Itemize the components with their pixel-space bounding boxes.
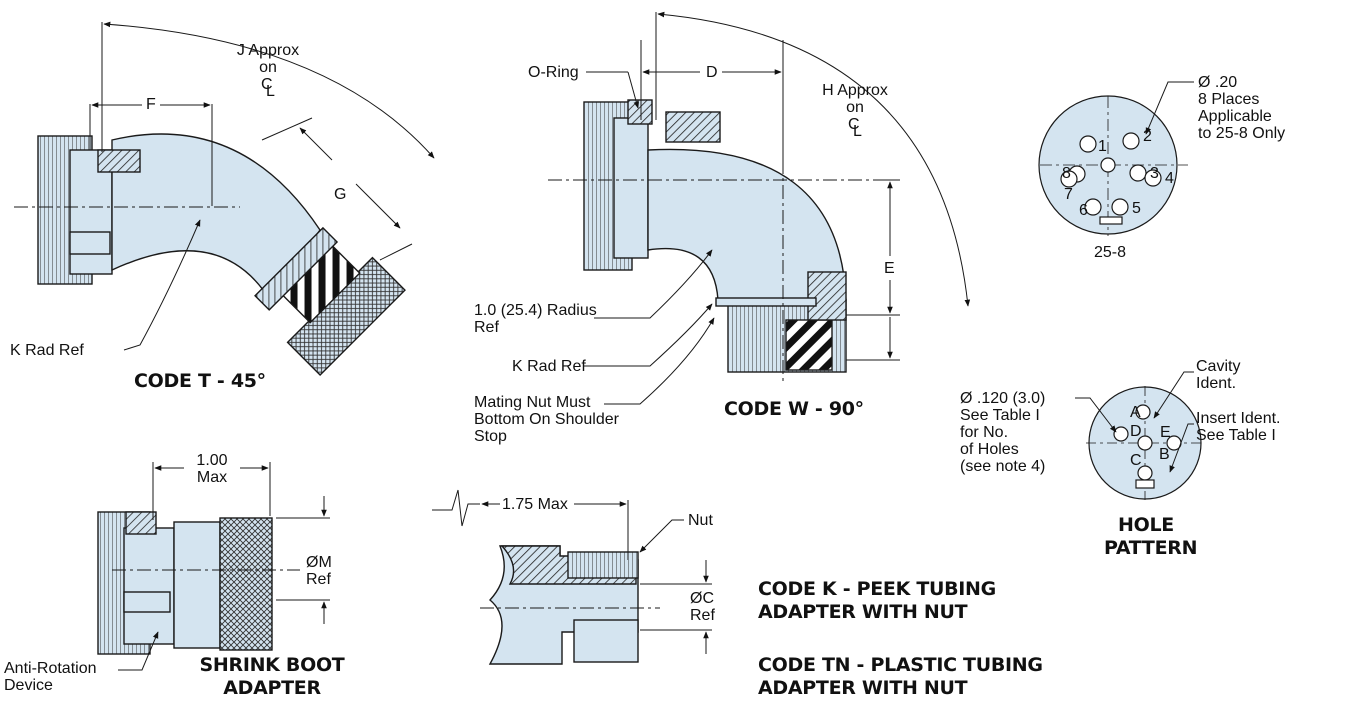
tubing-adapter-tube (573, 619, 639, 663)
code-w-grommet (785, 319, 833, 371)
code-w-title: CODE W - 90° (724, 398, 864, 420)
code-w-o-ring-groove (627, 99, 653, 125)
hole-b-label: B (1159, 446, 1170, 463)
o-ring-label: O-Ring (528, 64, 579, 81)
dim-m-label: ØM Ref (306, 554, 332, 588)
insert-ident-label: Insert Ident. See Table I (1196, 410, 1281, 444)
hole-note: Ø .120 (3.0) See Table I for No. of Hole… (960, 390, 1046, 475)
code-w-dimensions (548, 11, 971, 405)
pin-pattern-25-8 (1038, 81, 1194, 236)
hole-key (1135, 479, 1155, 489)
pin-1-label: 1 (1098, 138, 1107, 155)
code-w-k-rad-label: K Rad Ref (512, 358, 586, 375)
nut-label: Nut (688, 512, 713, 529)
pin-holes (1060, 132, 1162, 216)
shrink-boot-hatch (125, 511, 157, 535)
dim-g-label: G (334, 186, 347, 203)
code-k-title: CODE K - PEEK TUBING ADAPTER WITH NUT (758, 578, 996, 623)
shrink-boot-title: SHRINK BOOT ADAPTER (199, 654, 345, 699)
pin-3-label: 3 (1150, 165, 1159, 182)
code-t-ferrule-hatch (254, 226, 339, 311)
anti-rotation-label: Anti-Rotation Device (4, 660, 97, 694)
dim-h-label: H Approx on C L (806, 82, 904, 142)
shrink-boot-sleeve (173, 521, 221, 649)
pin-5-label: 5 (1132, 200, 1141, 217)
mating-nut-note: Mating Nut Must Bottom On Shoulder Stop (474, 394, 619, 445)
tubing-adapter-nut (567, 551, 639, 579)
pin-8-label: 8 (1062, 165, 1071, 182)
radius-ref-label: 1.0 (25.4) Radius Ref (474, 302, 597, 336)
hole-a-label: A (1130, 404, 1141, 421)
polarizing-key (1099, 216, 1123, 225)
hole-c-label: C (1130, 452, 1142, 469)
pin-7-label: 7 (1064, 186, 1073, 203)
hole-d-label: D (1130, 423, 1142, 440)
shrink-boot-body (123, 527, 175, 645)
shrink-boot-assembly (97, 511, 273, 655)
pattern-25-8-label: 25-8 (1094, 244, 1127, 261)
centerline-symbol-h: C L (848, 116, 862, 140)
tubing-adapter-assembly (488, 545, 639, 665)
dim-e-label: E (884, 260, 895, 277)
cavity-ident-label: Cavity Ident. (1196, 358, 1241, 392)
code-t-title: CODE T - 45° (134, 370, 266, 392)
centerline-symbol: C L (261, 76, 275, 100)
hole-e-label: E (1160, 424, 1171, 441)
dim-j-label: J Approx on C L (222, 42, 314, 102)
code-t-shell-hatch (97, 149, 141, 173)
code-t-dimensions (14, 21, 435, 351)
hole-pattern-face (1075, 371, 1204, 500)
code-t-anti-rotation-tab (69, 231, 111, 255)
code-w-body (613, 117, 649, 259)
code-t-assembly (37, 133, 406, 376)
code-w-ferrule-hatch (807, 271, 847, 321)
pin-4-label: 4 (1165, 170, 1174, 187)
tubing-adapter-dimensions (432, 489, 712, 654)
shrink-boot-max-dim: 1.00 Max (196, 452, 228, 486)
shrink-boot-knurl (219, 517, 273, 651)
code-tn-title: CODE TN - PLASTIC TUBING ADAPTER WITH NU… (758, 654, 1043, 699)
shrink-boot-tab (123, 591, 171, 613)
pin-2-label: 2 (1143, 128, 1152, 145)
tubing-max-dim: 1.75 Max (502, 496, 568, 513)
pin-callout: Ø .20 8 Places Applicable to 25-8 Only (1198, 74, 1286, 142)
code-w-shell-hatch (665, 111, 721, 143)
hole-pattern-title: HOLE PATTERN (1104, 514, 1198, 559)
code-t-k-rad-label: K Rad Ref (10, 342, 84, 359)
code-w-shoulder (715, 297, 817, 307)
dim-d-label: D (706, 64, 718, 81)
dim-f-label: F (146, 96, 156, 113)
pin-6-label: 6 (1079, 202, 1088, 219)
shrink-boot-dimensions (112, 462, 330, 671)
dim-c-label: ØC Ref (690, 590, 715, 624)
